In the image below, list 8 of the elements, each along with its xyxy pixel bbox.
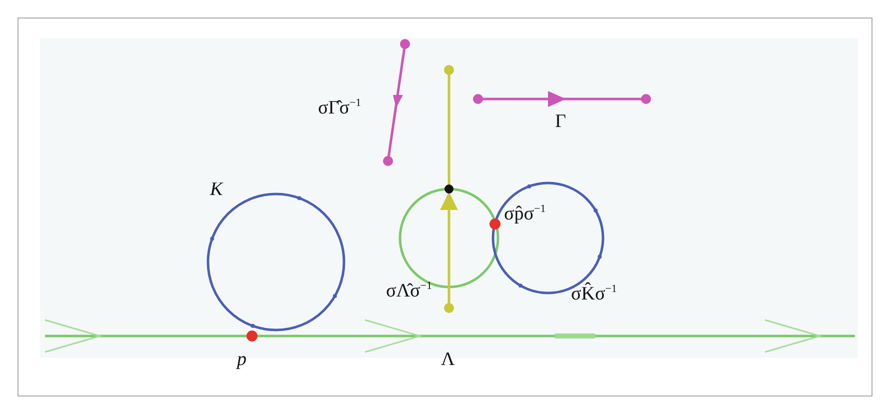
math-label: σΛ̂σ$^{−1}$ — [386, 281, 432, 300]
math-label: p — [237, 350, 246, 369]
math-label: σp̂σ$^{−1}$ — [504, 204, 546, 224]
math-label: σΓ̂σ$^{−1}$ — [318, 98, 362, 118]
math-label: Γ — [555, 112, 566, 131]
math-label: σK̂σ$^{−1}$ — [571, 284, 617, 304]
math-label: Λ — [441, 350, 455, 369]
math-label: K — [210, 180, 223, 199]
